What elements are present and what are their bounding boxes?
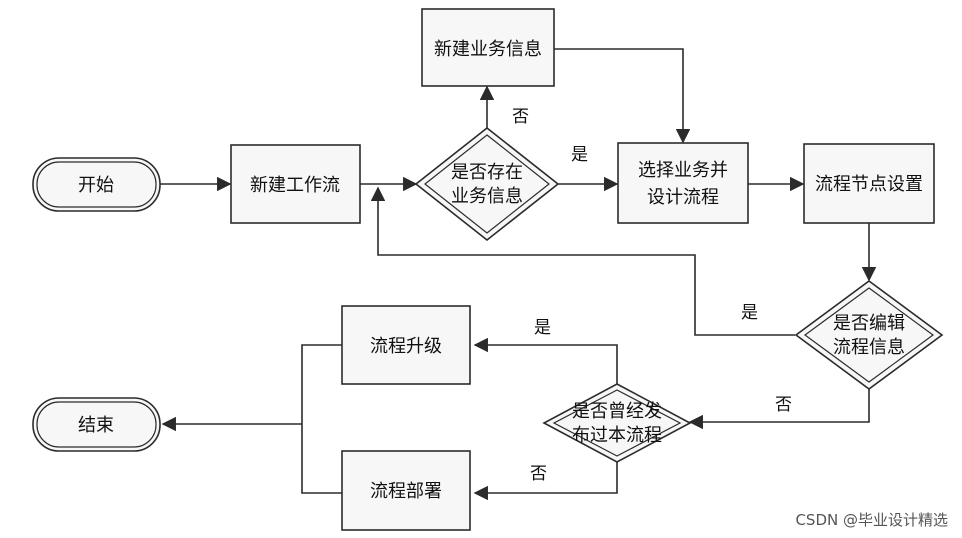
decision-published-before: 是否曾经发 布过本流程 [542, 383, 692, 463]
select-business-line1: 选择业务并 [638, 160, 728, 181]
watermark: CSDN @毕业设计精选 [795, 511, 948, 529]
node-node-settings: 流程节点设置 [803, 143, 935, 224]
edit-info-line2: 流程信息 [833, 337, 905, 358]
node-select-business: 选择业务并 设计流程 [617, 142, 749, 224]
node-deploy: 流程部署 [341, 450, 471, 531]
edge-label-edit-no: 否 [775, 395, 792, 415]
published-before-line2: 布过本流程 [572, 425, 662, 446]
edge-label-published-no: 否 [530, 464, 547, 484]
edge-upgrade-to-merge [301, 344, 342, 494]
upgrade-label: 流程升级 [370, 336, 442, 357]
new-workflow-label: 新建工作流 [250, 175, 340, 196]
has-business-info-line1: 是否存在 [451, 162, 523, 183]
start-label: 开始 [78, 175, 114, 196]
published-before-line1: 是否曾经发 [572, 401, 662, 422]
edge-new-info-to-select [554, 48, 691, 144]
edge-label-no-new-info: 否 [512, 107, 529, 127]
node-settings-label: 流程节点设置 [815, 174, 923, 195]
edge-published-no-to-deploy [473, 460, 618, 501]
node-upgrade: 流程升级 [341, 305, 471, 385]
has-business-info-line2: 业务信息 [451, 186, 523, 207]
edge-label-published-yes: 是 [534, 318, 551, 338]
node-start: 开始 [32, 157, 161, 212]
edge-published-yes-to-upgrade [473, 337, 618, 385]
edge-label-yes-select: 是 [571, 145, 588, 165]
edge-label-edit-yes: 是 [741, 303, 758, 323]
edges [160, 48, 877, 501]
decision-has-business-info: 是否存在 业务信息 [414, 126, 560, 242]
deploy-label: 流程部署 [370, 481, 442, 502]
end-label: 结束 [78, 415, 114, 436]
node-new-workflow: 新建工作流 [230, 144, 361, 224]
edge-edit-no-to-published [688, 388, 870, 430]
decision-edit-info: 是否编辑 流程信息 [794, 280, 944, 390]
new-business-info-label: 新建业务信息 [434, 39, 542, 60]
select-business-line2: 设计流程 [647, 187, 719, 208]
node-end: 结束 [32, 397, 161, 452]
edit-info-line1: 是否编辑 [833, 313, 905, 334]
edge-edit-yes-loop [370, 186, 795, 336]
node-new-business-info: 新建业务信息 [421, 8, 555, 87]
